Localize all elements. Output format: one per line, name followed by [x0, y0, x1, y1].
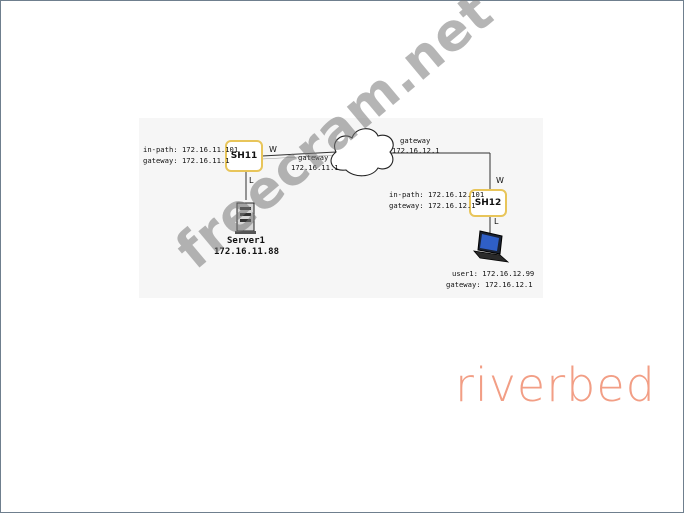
- cloud-right-gateway-label: gateway: [400, 136, 431, 145]
- sh11-port-l: L: [249, 176, 254, 185]
- laptop-icon: [472, 230, 510, 263]
- wan-cloud-icon: [330, 128, 394, 177]
- cloud-left-gateway-ip: 172.16.11.1: [291, 163, 339, 172]
- sh12-inpath-label: in-path: 172.16.12.101: [389, 190, 485, 199]
- sh11-gateway-label: gateway: 172.16.11.1: [143, 156, 230, 165]
- sh12-port-l: L: [494, 217, 499, 226]
- server-icon: [235, 202, 256, 234]
- user-gateway-label: gateway: 172.16.12.1: [446, 280, 533, 289]
- cloud-right-gateway-ip: 172.16.12.1: [392, 146, 440, 155]
- server-ip: 172.16.11.88: [214, 247, 280, 257]
- steelhead-sh12-box: [469, 189, 507, 217]
- steelhead-sh11-box: [225, 140, 263, 172]
- sh11-inpath-label: in-path: 172.16.11.101: [143, 145, 239, 154]
- link-sh11-cloud: [261, 151, 337, 157]
- sh12-port-w: W: [496, 176, 504, 185]
- server-name: Server1: [227, 236, 265, 246]
- riverbed-logo: riverbed: [455, 358, 656, 412]
- sh11-port-w: W: [269, 145, 277, 154]
- sh12-name: SH12: [474, 198, 502, 208]
- user-ip-label: user1: 172.16.12.99: [452, 269, 535, 278]
- cloud-left-gateway-label: gateway: [298, 153, 329, 162]
- sh11-name: SH11: [230, 151, 258, 161]
- sh12-gateway-label: gateway: 172.16.12.1: [389, 201, 476, 210]
